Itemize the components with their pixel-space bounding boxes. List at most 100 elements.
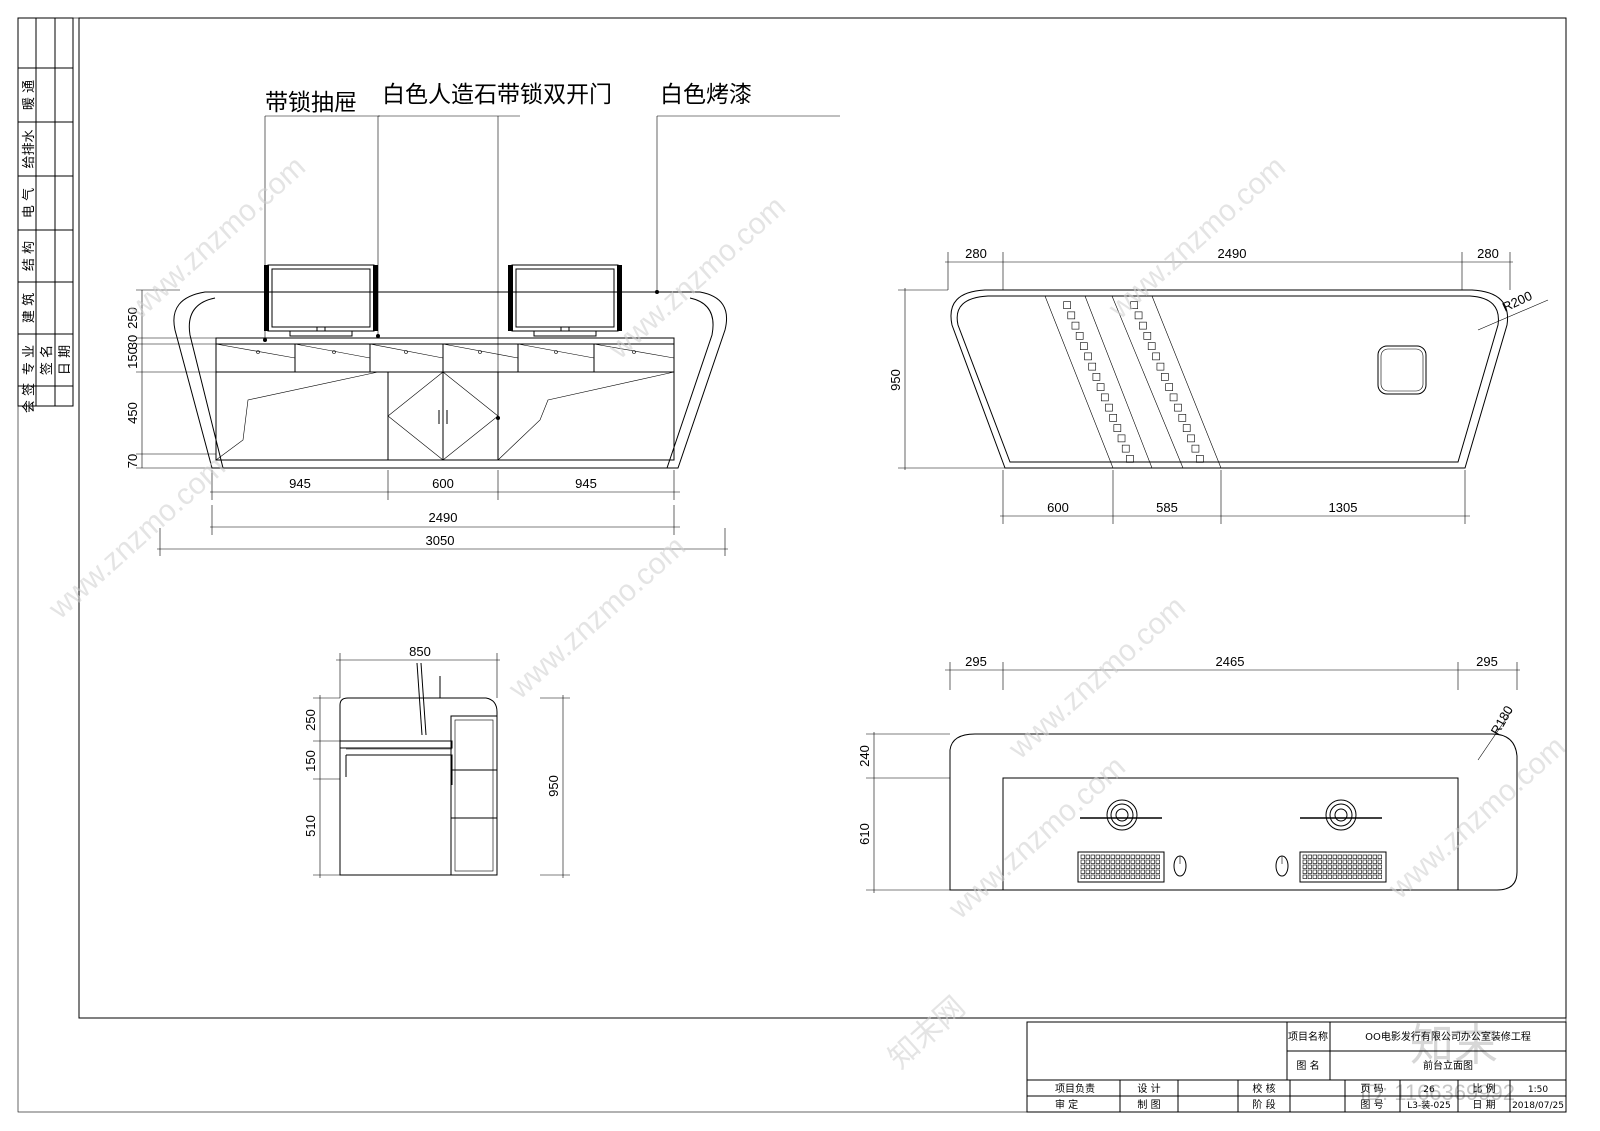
plan-dim-950: 950 <box>888 369 903 391</box>
mouse-left-icon <box>1173 855 1187 877</box>
keyboard-key <box>1095 859 1100 864</box>
keyboard-key <box>1150 874 1155 879</box>
tile-square <box>1134 311 1143 320</box>
back-radius-r180: R180 <box>1488 703 1517 737</box>
tb-drawing-name: 前台立面图 <box>1423 1059 1473 1072</box>
keyboard-key <box>1342 869 1347 874</box>
keyboard-key <box>1085 854 1090 859</box>
tb-scale-value: 1:50 <box>1528 1085 1548 1095</box>
keyboard-key <box>1140 869 1145 874</box>
watermark-site-1: www.znzmo.com <box>122 150 312 326</box>
keyboard-key <box>1322 859 1327 864</box>
keyboard-key <box>1080 874 1085 879</box>
watermark-layer: www.znzmo.com www.znzmo.com www.znzmo.co… <box>42 150 1572 1105</box>
keyboard-key <box>1105 859 1110 864</box>
keyboard-key <box>1110 854 1115 859</box>
tile-square <box>1147 342 1156 350</box>
keyboard-key <box>1307 864 1312 869</box>
keyboard-key <box>1140 859 1145 864</box>
keyboard-key <box>1352 864 1357 869</box>
keyboard-key <box>1085 869 1090 874</box>
keyboard-key <box>1377 859 1382 864</box>
tile-square <box>1143 332 1152 340</box>
keyboard-key <box>1362 859 1367 864</box>
keyboard-key <box>1302 874 1307 879</box>
front-dim-945-right: 945 <box>575 476 597 491</box>
keyboard-key <box>1140 854 1145 859</box>
keyboard-key <box>1347 859 1352 864</box>
keyboard-key <box>1090 874 1095 879</box>
keyboard-key <box>1367 869 1372 874</box>
keyboard-key <box>1140 874 1145 879</box>
keyboard-key <box>1317 864 1322 869</box>
tile-square <box>1191 444 1200 453</box>
keyboard-key <box>1155 864 1160 869</box>
keyboard-key <box>1372 869 1377 874</box>
keyboard-key <box>1130 869 1135 874</box>
keyboard-key <box>1095 874 1100 879</box>
keyboard-key <box>1317 869 1322 874</box>
keyboard-key <box>1372 854 1377 859</box>
tile-square <box>1113 424 1122 432</box>
front-dim-945-left: 945 <box>289 476 311 491</box>
keyboard-key <box>1130 864 1135 869</box>
strip-label-architecture: 建 筑 <box>21 293 37 323</box>
title-block: 项目名称 OO电影发行有限公司办公室装修工程 图 名 前台立面图 项目负责 设 … <box>1026 1021 1567 1113</box>
tb-review-label: 审 定 <box>1055 1098 1078 1111</box>
keyboard-key <box>1105 864 1110 869</box>
keyboard-key <box>1332 854 1337 859</box>
front-elevation: 带锁抽屉 白色人造石带锁双开门 白色烤漆 <box>125 82 840 556</box>
keyboard-key <box>1327 874 1332 879</box>
keyboard-key <box>1337 864 1342 869</box>
keyboard-key <box>1372 864 1377 869</box>
keyboard-key <box>1130 874 1135 879</box>
watermark-site-3: www.znzmo.com <box>1102 150 1292 326</box>
keyboard-key <box>1337 859 1342 864</box>
tile-square <box>1139 321 1147 330</box>
back-dim-610: 610 <box>857 823 872 845</box>
keyboard-key <box>1080 869 1085 874</box>
keyboard-key <box>1095 869 1100 874</box>
keyboard-key <box>1090 864 1095 869</box>
keyboard-key <box>1312 869 1317 874</box>
keyboard-key <box>1332 859 1337 864</box>
front-dim-600: 600 <box>432 476 454 491</box>
tile-square <box>1105 403 1113 412</box>
keyboard-key <box>1145 864 1150 869</box>
keyboard-key <box>1352 859 1357 864</box>
keyboard-key <box>1352 869 1357 874</box>
keyboard-key <box>1150 864 1155 869</box>
keyboard-key <box>1135 869 1140 874</box>
strip-label-plumbing: 给排水 <box>22 129 37 168</box>
front-dim-2490: 2490 <box>429 510 458 525</box>
watermark-site-7: www.znzmo.com <box>942 750 1132 926</box>
watermark-logo: 知末 <box>1410 1020 1498 1071</box>
keyboard-key <box>1302 854 1307 859</box>
back-dim-295-left: 295 <box>965 654 987 669</box>
keyboard-key <box>1307 859 1312 864</box>
tile-square <box>1156 362 1165 371</box>
keyboard-key <box>1332 869 1337 874</box>
keyboard-key <box>1115 869 1120 874</box>
monitor-left-icon <box>264 264 378 337</box>
keyboard-key <box>1150 869 1155 874</box>
keyboard-key <box>1377 869 1382 874</box>
keyboard-key <box>1095 854 1100 859</box>
keyboard-key <box>1327 859 1332 864</box>
plan-rounded-square-icon <box>1377 345 1427 395</box>
keyboard-key <box>1150 859 1155 864</box>
tb-draft-label: 制 图 <box>1137 1098 1160 1111</box>
keyboard-key <box>1125 864 1130 869</box>
keyboard-key <box>1327 854 1332 859</box>
keyboard-key <box>1342 874 1347 879</box>
keyboard-key <box>1090 869 1095 874</box>
sheet-outer-border <box>17 17 1567 1113</box>
watermark-site-2: www.znzmo.com <box>602 190 792 366</box>
keyboard-key <box>1100 874 1105 879</box>
tb-check-label: 校 核 <box>1252 1082 1275 1095</box>
keyboard-key <box>1145 859 1150 864</box>
tb-scale-label: 比 例 <box>1472 1082 1495 1095</box>
keyboard-key <box>1140 864 1145 869</box>
keyboard-key <box>1105 854 1110 859</box>
tile-square <box>1063 301 1071 309</box>
